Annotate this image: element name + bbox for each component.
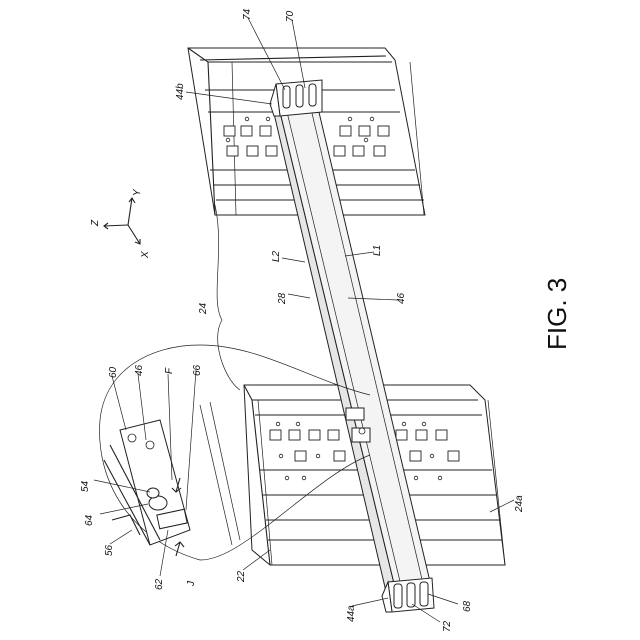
label-46-detail: 46 <box>134 364 145 376</box>
label-L2: L2 <box>271 250 282 262</box>
label-72: 72 <box>442 620 453 632</box>
label-F: F <box>164 367 175 374</box>
label-74: 74 <box>242 8 253 20</box>
label-62: 62 <box>154 578 165 590</box>
label-54: 54 <box>80 480 91 492</box>
figure-title: FIG. 3 <box>542 278 572 350</box>
label-64: 64 <box>84 514 95 526</box>
label-22: 22 <box>236 570 247 583</box>
axis-letters: Y Z X <box>90 188 151 259</box>
axis-triad <box>104 198 140 244</box>
front-bracket-44a <box>382 578 434 612</box>
label-46: 46 <box>396 292 407 304</box>
label-L1: L1 <box>372 245 383 256</box>
label-24a: 24a <box>514 495 525 513</box>
label-56: 56 <box>104 544 115 556</box>
rear-bracket-44b <box>270 80 322 116</box>
label-70: 70 <box>285 10 296 22</box>
label-68: 68 <box>462 600 473 612</box>
label-60: 60 <box>108 366 119 378</box>
label-44b: 44b <box>175 83 186 100</box>
axis-label-x: X <box>140 251 151 259</box>
label-66: 66 <box>192 364 203 376</box>
label-24: 24 <box>198 302 209 315</box>
label-28: 28 <box>277 292 288 305</box>
axis-label-y: Y <box>132 188 143 196</box>
label-44a: 44a <box>346 605 357 622</box>
axis-label-z: Z <box>90 219 101 227</box>
label-J: J <box>186 580 197 587</box>
brace-24 <box>215 205 240 390</box>
